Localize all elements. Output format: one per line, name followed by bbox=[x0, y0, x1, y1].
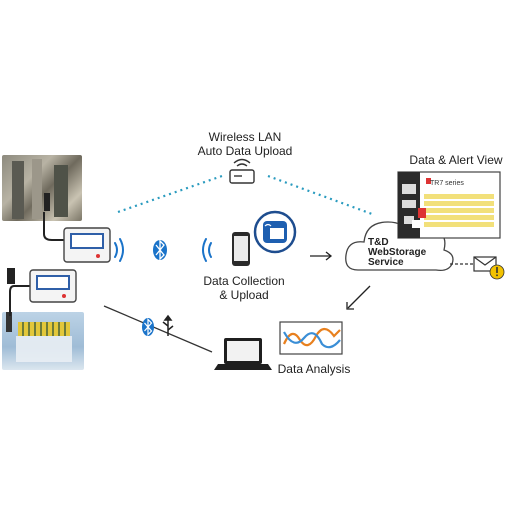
wireless-lan-label: Wireless LAN Auto Data Upload bbox=[190, 130, 300, 158]
bluetooth-icon-2 bbox=[142, 318, 154, 336]
wireless-link-right bbox=[267, 174, 373, 216]
analysis-chart bbox=[279, 321, 343, 355]
wireless-lan-line2: Auto Data Upload bbox=[197, 144, 293, 158]
probe-cable-2 bbox=[9, 285, 30, 316]
usb-link bbox=[103, 305, 213, 353]
probe-cable-1 bbox=[43, 212, 64, 241]
cloud-line3: Service bbox=[368, 257, 404, 268]
probe-tip bbox=[7, 268, 15, 284]
cloud-service-label: T&D WebStorage Service bbox=[368, 238, 438, 268]
industrial-photo bbox=[2, 155, 82, 221]
data-logger-2 bbox=[29, 269, 77, 303]
envelope-icon bbox=[473, 256, 497, 272]
laptop-icon bbox=[214, 338, 272, 370]
alert-view-screen bbox=[397, 171, 501, 239]
data-collection-line2: & Upload bbox=[219, 288, 269, 302]
usb-icon bbox=[162, 314, 174, 336]
wireless-link-left bbox=[117, 174, 223, 214]
wifi-wave-icon bbox=[114, 238, 212, 262]
app-badge-icon bbox=[253, 210, 297, 254]
arrow-to-cloud bbox=[310, 251, 333, 261]
data-collection-label: Data Collection & Upload bbox=[196, 274, 292, 302]
vaccine-photo bbox=[2, 312, 84, 370]
wireless-lan-line1: Wireless LAN bbox=[208, 130, 282, 144]
data-collection-line1: Data Collection bbox=[203, 274, 285, 288]
cloud-line1: T&D bbox=[368, 237, 389, 248]
warning-icon bbox=[489, 264, 505, 280]
bluetooth-icon bbox=[153, 239, 167, 261]
router-icon bbox=[229, 158, 255, 184]
data-alert-view-label: Data & Alert View bbox=[409, 153, 503, 167]
screen-title: TR7 series bbox=[430, 180, 464, 187]
smartphone-icon bbox=[232, 232, 250, 266]
arrow-to-analysis bbox=[346, 285, 371, 310]
cloud-line2: WebStorage bbox=[368, 247, 427, 258]
data-logger-1 bbox=[63, 227, 111, 263]
data-analysis-label: Data Analysis bbox=[277, 362, 351, 376]
